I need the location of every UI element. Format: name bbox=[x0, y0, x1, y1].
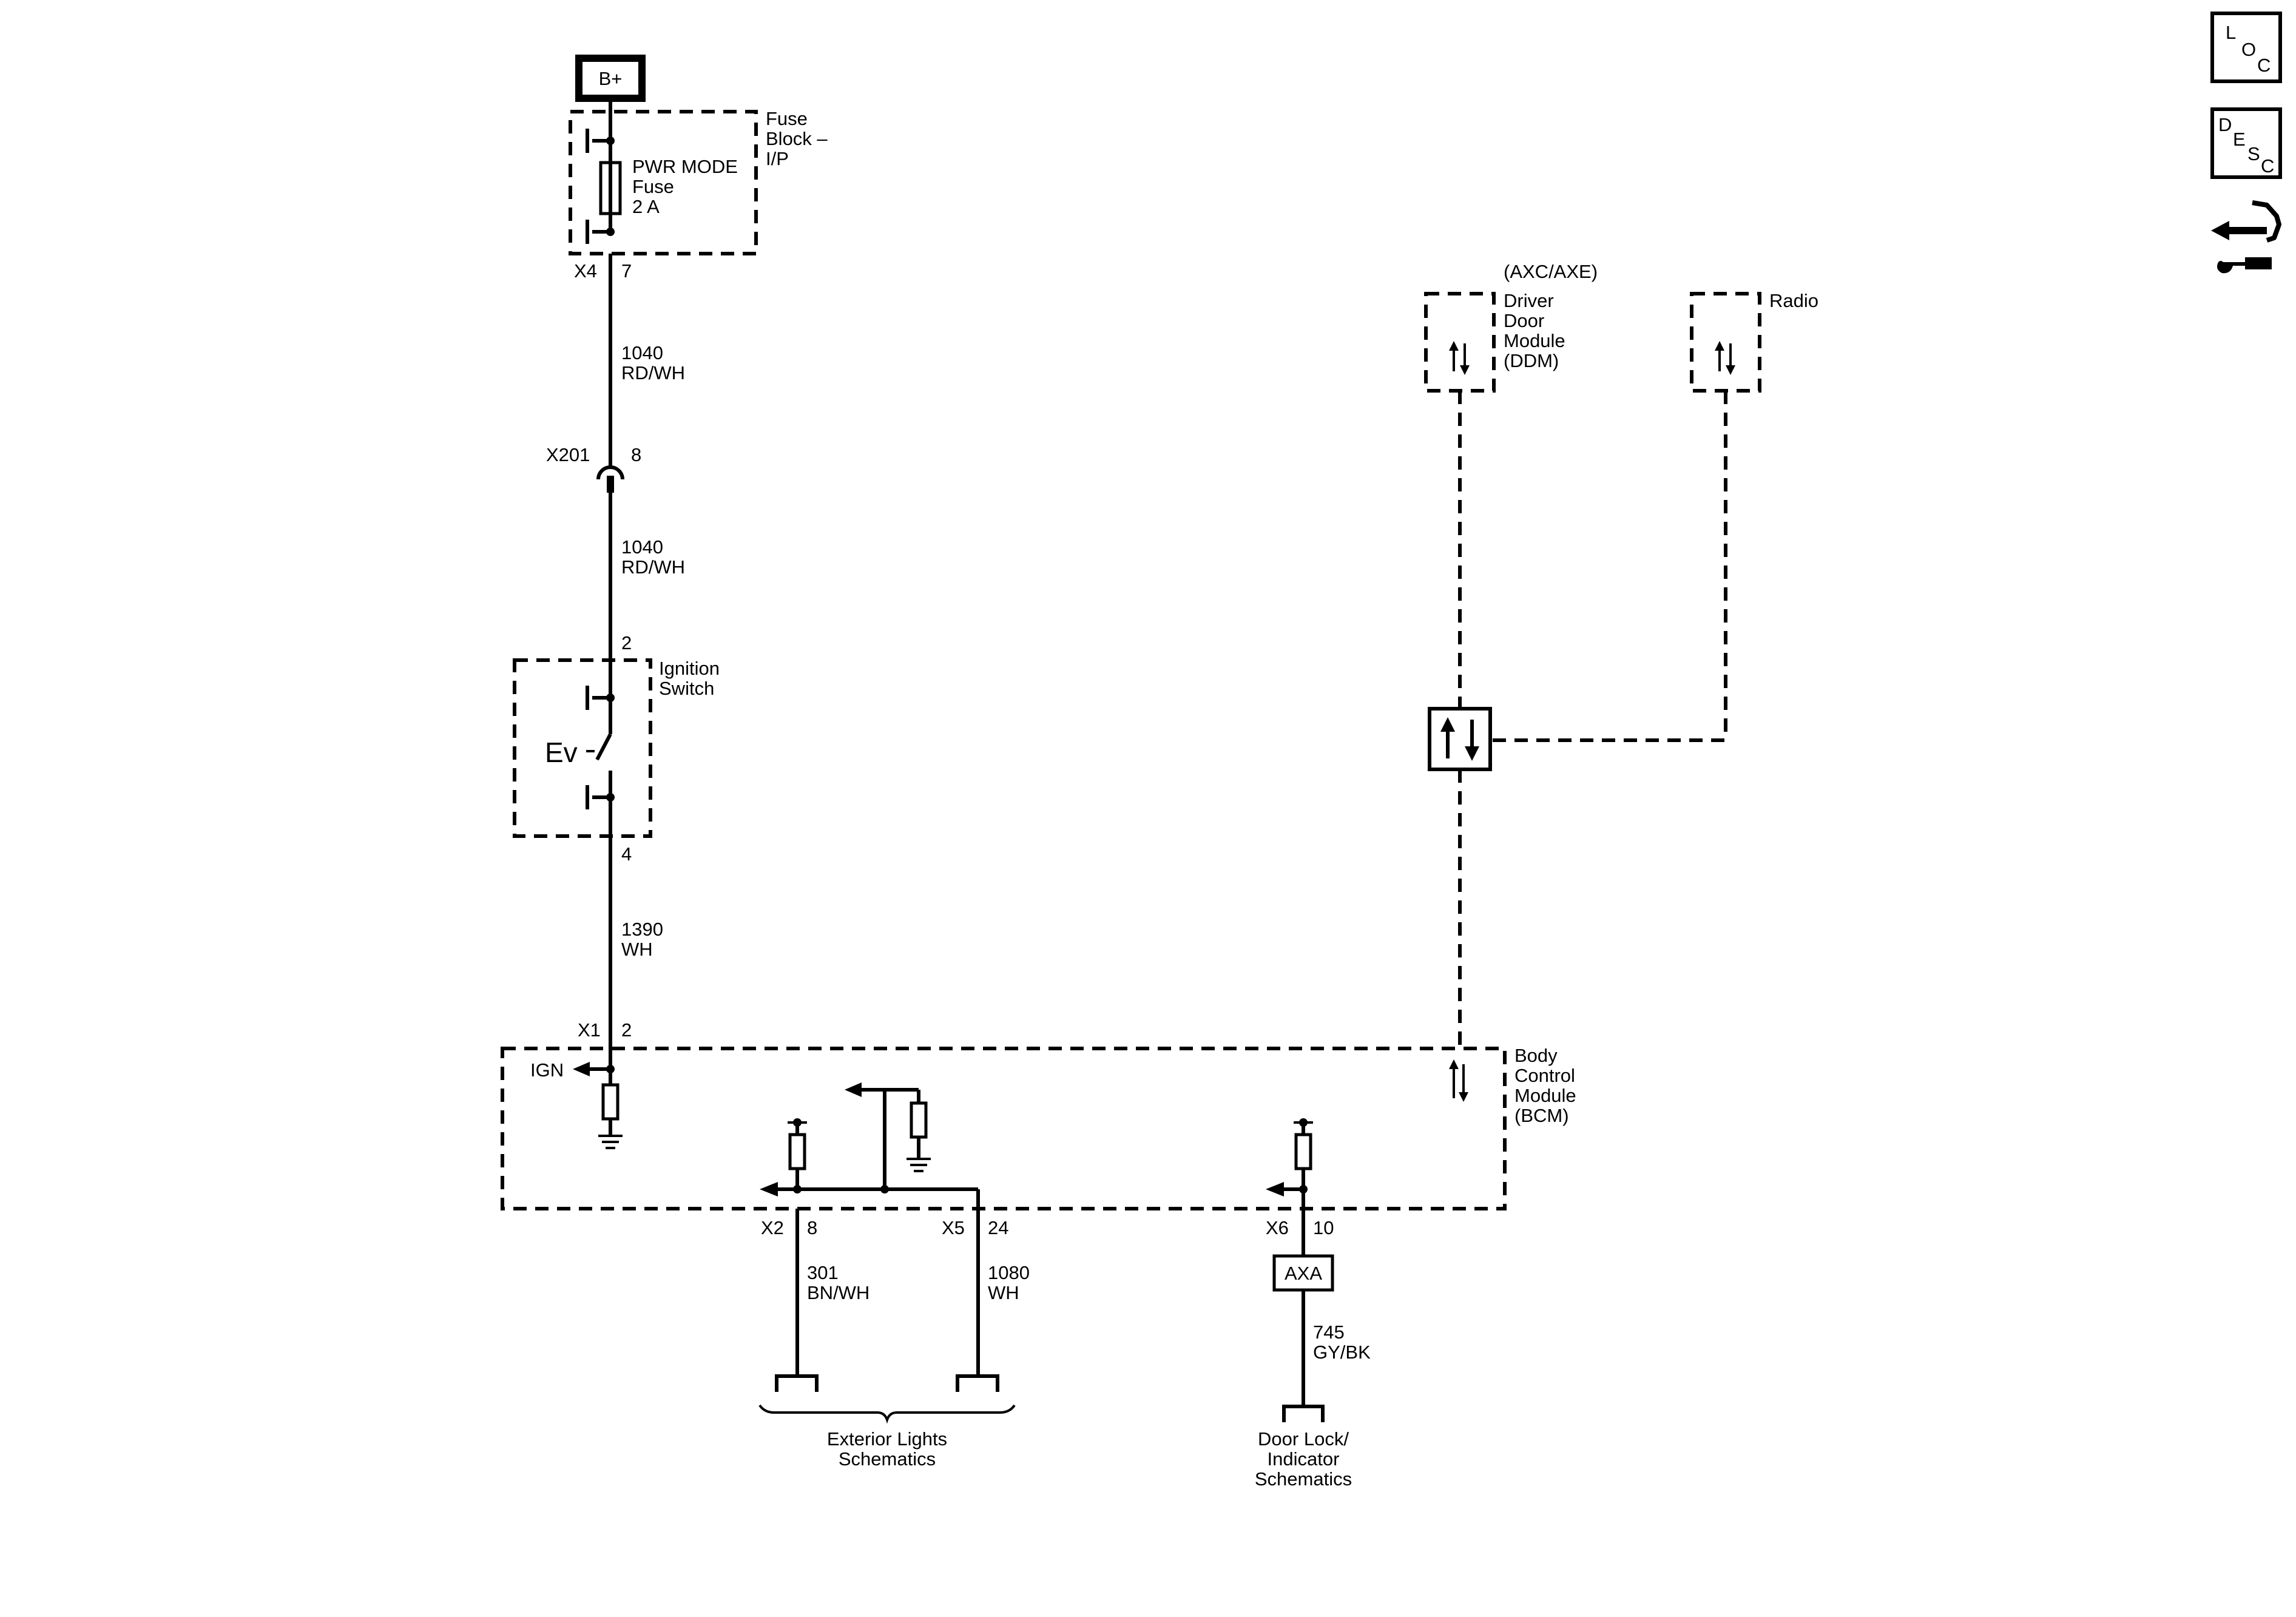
svg-text:Body: Body bbox=[1514, 1045, 1558, 1066]
b-plus-label: B+ bbox=[599, 68, 623, 89]
svg-text:Block –: Block – bbox=[766, 128, 828, 149]
fuse-label: PWR MODE Fuse 2 A bbox=[632, 156, 738, 217]
connector-x2-pin: 8 bbox=[807, 1217, 817, 1238]
svg-text:Module: Module bbox=[1514, 1085, 1576, 1106]
connector-x4-label: X4 bbox=[574, 260, 597, 282]
ignition-switch-name: Ignition Switch bbox=[659, 658, 720, 699]
ign-label: IGN bbox=[530, 1059, 564, 1081]
svg-text:L: L bbox=[2226, 22, 2236, 43]
battery-power-source: B+ bbox=[575, 55, 646, 102]
serial-data-splice-icon bbox=[1428, 707, 1492, 771]
svg-text:(DDM): (DDM) bbox=[1504, 350, 1559, 371]
exterior-lights-reference[interactable]: Exterior Lights Schematics bbox=[758, 1374, 1016, 1470]
connector-x2-label: X2 bbox=[761, 1217, 784, 1238]
svg-text:S: S bbox=[2247, 143, 2260, 164]
svg-text:Indicator: Indicator bbox=[1268, 1448, 1340, 1470]
svg-text:WH: WH bbox=[621, 939, 653, 960]
inline-connector-x201: X201 8 bbox=[546, 444, 641, 493]
ignition-key-symbol: Ev bbox=[545, 737, 578, 768]
svg-text:I/P: I/P bbox=[766, 148, 789, 169]
svg-text:Door: Door bbox=[1504, 310, 1544, 331]
ignition-pin-2: 2 bbox=[621, 632, 632, 653]
fuse-block-name: Fuse Block – I/P bbox=[766, 108, 828, 169]
ground-icon bbox=[598, 1135, 623, 1149]
svg-text:Ignition: Ignition bbox=[659, 658, 720, 679]
wire-745-label: 745 GY/BK bbox=[1313, 1322, 1371, 1363]
radio-label: Radio bbox=[1769, 290, 1818, 311]
ground-icon bbox=[907, 1158, 931, 1172]
svg-text:Driver: Driver bbox=[1504, 290, 1554, 311]
svg-text:Module: Module bbox=[1504, 330, 1565, 351]
connector-x5-pin: 24 bbox=[988, 1217, 1008, 1238]
svg-text:Schematics: Schematics bbox=[839, 1448, 936, 1470]
ddm-name: Driver Door Module (DDM) bbox=[1504, 290, 1565, 371]
svg-text:Fuse: Fuse bbox=[632, 176, 674, 197]
svg-text:RD/WH: RD/WH bbox=[621, 362, 685, 383]
description-icon[interactable]: D E S C bbox=[2210, 107, 2282, 179]
body-control-module: Body Control Module (BCM) IGN bbox=[501, 1045, 1576, 1210]
svg-text:1040: 1040 bbox=[621, 536, 663, 558]
exterior-lamp-output-circuit bbox=[760, 1082, 980, 1209]
wire-1390-label: 1390 WH bbox=[621, 919, 663, 960]
svg-text:1080: 1080 bbox=[988, 1262, 1030, 1283]
svg-text:RD/WH: RD/WH bbox=[621, 556, 685, 578]
svg-text:GY/BK: GY/BK bbox=[1313, 1342, 1371, 1363]
wire-301-label: 301 BN/WH bbox=[807, 1262, 869, 1303]
connector-x1-pin: 2 bbox=[621, 1019, 632, 1041]
svg-text:PWR MODE: PWR MODE bbox=[632, 156, 738, 177]
svg-text:C: C bbox=[2257, 55, 2271, 76]
connector-x5-label: X5 bbox=[942, 1217, 965, 1238]
bcm-name: Body Control Module (BCM) bbox=[1514, 1045, 1576, 1126]
svg-text:Exterior Lights: Exterior Lights bbox=[827, 1428, 947, 1450]
svg-text:Fuse: Fuse bbox=[766, 108, 808, 129]
svg-text:301: 301 bbox=[807, 1262, 839, 1283]
ddm-module: (AXC/AXE) Driver Door Module (DDM) bbox=[1424, 261, 1598, 393]
svg-text:C: C bbox=[2261, 155, 2274, 177]
wire-1040-lower-label: 1040 RD/WH bbox=[621, 536, 685, 578]
svg-text:O: O bbox=[2241, 39, 2256, 60]
svg-text:AXA: AXA bbox=[1285, 1263, 1322, 1284]
wire-1080-label: 1080 WH bbox=[988, 1262, 1030, 1303]
door-lock-indicator-output-circuit bbox=[1266, 1118, 1313, 1209]
connector-x1-label: X1 bbox=[578, 1019, 601, 1041]
bcm-serial-data-icon bbox=[1449, 1059, 1468, 1102]
connector-repair-icon[interactable] bbox=[2211, 200, 2281, 274]
svg-text:1040: 1040 bbox=[621, 342, 663, 363]
svg-text:1390: 1390 bbox=[621, 919, 663, 940]
wire-1040-upper-label: 1040 RD/WH bbox=[621, 342, 685, 383]
connector-x4-pin: 7 bbox=[621, 260, 632, 282]
svg-text:Schematics: Schematics bbox=[1255, 1468, 1352, 1490]
x201-pin: 8 bbox=[631, 444, 641, 465]
svg-text:(BCM): (BCM) bbox=[1514, 1105, 1569, 1126]
connector-x6-pin: 10 bbox=[1313, 1217, 1334, 1238]
svg-text:2 A: 2 A bbox=[632, 196, 660, 217]
svg-text:Door Lock/: Door Lock/ bbox=[1258, 1428, 1349, 1450]
axa-option-box: AXA bbox=[1272, 1254, 1334, 1292]
svg-text:Control: Control bbox=[1514, 1065, 1575, 1086]
connector-x6-label: X6 bbox=[1266, 1217, 1289, 1238]
svg-text:BN/WH: BN/WH bbox=[807, 1282, 869, 1303]
fuse-block-ip: PWR MODE Fuse 2 A Fuse Block – I/P bbox=[569, 108, 828, 255]
ignition-switch: Ev Ignition Switch bbox=[513, 658, 720, 838]
ddm-option-code: (AXC/AXE) bbox=[1504, 261, 1598, 282]
svg-text:745: 745 bbox=[1313, 1322, 1345, 1343]
location-icon[interactable]: L O C bbox=[2210, 12, 2282, 83]
x201-name: X201 bbox=[546, 444, 590, 465]
ignition-pin-4: 4 bbox=[621, 843, 632, 865]
door-lock-indicator-reference[interactable]: Door Lock/ Indicator Schematics bbox=[1255, 1405, 1352, 1490]
svg-text:Switch: Switch bbox=[659, 678, 714, 699]
svg-text:D: D bbox=[2218, 114, 2232, 135]
svg-text:WH: WH bbox=[988, 1282, 1019, 1303]
radio-module: Radio bbox=[1690, 290, 1818, 393]
svg-text:E: E bbox=[2233, 129, 2246, 150]
